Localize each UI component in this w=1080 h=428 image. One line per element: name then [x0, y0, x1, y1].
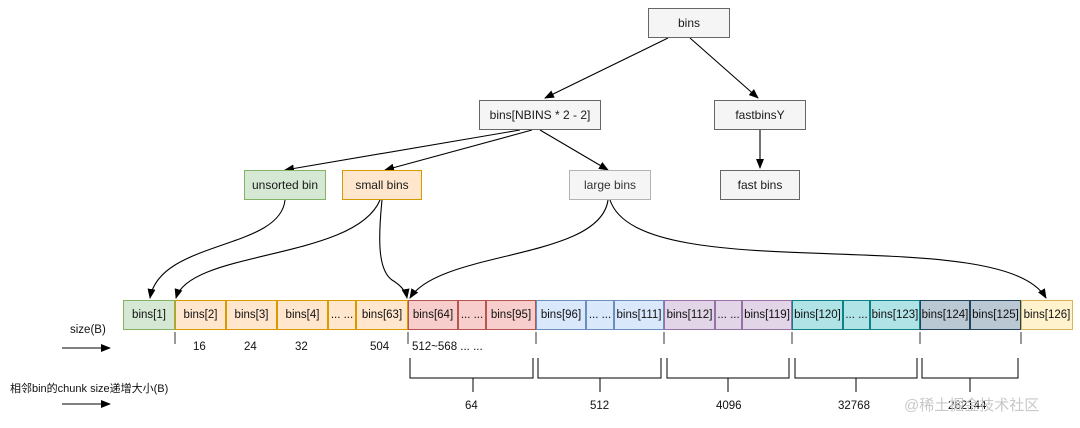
- bin-cell-96: bins[96]: [536, 300, 586, 330]
- bin-cell-3: bins[3]: [226, 300, 277, 330]
- bin-cell-125: bins[125]: [970, 300, 1021, 330]
- size-24: 24: [244, 341, 257, 353]
- increment-262144: 262144: [948, 400, 987, 412]
- large-bins-node: large bins: [569, 170, 651, 200]
- bins-node: bins: [648, 8, 730, 38]
- increment-bracket: [537, 358, 662, 392]
- edge-nbins-to-large: [539, 129, 609, 171]
- size-512-568: 512~568 ... ...: [412, 341, 483, 353]
- bin-cell-4: bins[4]: [277, 300, 328, 330]
- edge-nbins-to-unsorted: [284, 129, 521, 173]
- bins-nbins-node: bins[NBINS * 2 - 2]: [479, 100, 601, 130]
- bin-cell-124: bins[124]: [920, 300, 970, 330]
- bin-cell-ellipsis-red: ... ...: [458, 300, 486, 330]
- watermark: @稀土掘金技术社区: [904, 397, 1040, 414]
- unsorted-bin-node: unsorted bin: [244, 170, 326, 200]
- bin-cell-64: bins[64]: [408, 300, 458, 330]
- increment-4096: 4096: [716, 400, 742, 412]
- edge-unsorted-to-bins1: [147, 199, 286, 299]
- increment-bracket: [666, 358, 790, 392]
- increment-64: 64: [465, 400, 478, 412]
- edge-small-to-bins2: [174, 199, 381, 299]
- bin-cell-112: bins[112]: [664, 300, 715, 330]
- bin-cell-111: bins[111]: [614, 300, 664, 330]
- bin-cell-63: bins[63]: [356, 300, 408, 330]
- edge-nbins-to-small: [384, 129, 533, 172]
- bin-cell-ellipsis-purple: ... ...: [715, 300, 742, 330]
- size-16: 16: [193, 341, 206, 353]
- edge-bins-to-fastbinsy: [689, 37, 759, 99]
- increment-bracket: [794, 358, 918, 392]
- increment-512: 512: [590, 400, 610, 412]
- bin-cell-126: bins[126]: [1021, 300, 1073, 330]
- size-32: 32: [295, 341, 308, 353]
- bin-cell-ellipsis-small: ... ...: [328, 300, 356, 330]
- bin-cell-1: bins[1]: [123, 300, 175, 330]
- edge-bins-to-nbins: [544, 37, 669, 99]
- bin-cell-119: bins[119]: [742, 300, 792, 330]
- increment-32768: 32768: [838, 400, 870, 412]
- increment-bracket: [409, 358, 534, 392]
- fastbinsy-node: fastbinsY: [714, 100, 806, 130]
- bin-cell-123: bins[123]: [870, 300, 920, 330]
- bin-cell-ellipsis-teal: ... ...: [843, 300, 870, 330]
- bin-cell-2: bins[2]: [175, 300, 226, 330]
- fast-bins-node: fast bins: [720, 170, 800, 200]
- edge-large-to-bins126: [609, 199, 1047, 299]
- bin-cell-ellipsis-blue: ... ...: [586, 300, 614, 330]
- edge-small-to-bins64: [379, 199, 410, 299]
- edge-large-to-bins64: [409, 199, 609, 299]
- size-504: 504: [370, 341, 390, 353]
- increment-bracket: [921, 358, 1019, 392]
- size-label: size(B): [70, 324, 106, 336]
- increment-label: 相邻bin的chunk size递增大小(B): [10, 383, 169, 395]
- bin-cell-95: bins[95]: [486, 300, 536, 330]
- small-bins-node: small bins: [342, 170, 422, 200]
- bin-cell-120: bins[120]: [792, 300, 843, 330]
